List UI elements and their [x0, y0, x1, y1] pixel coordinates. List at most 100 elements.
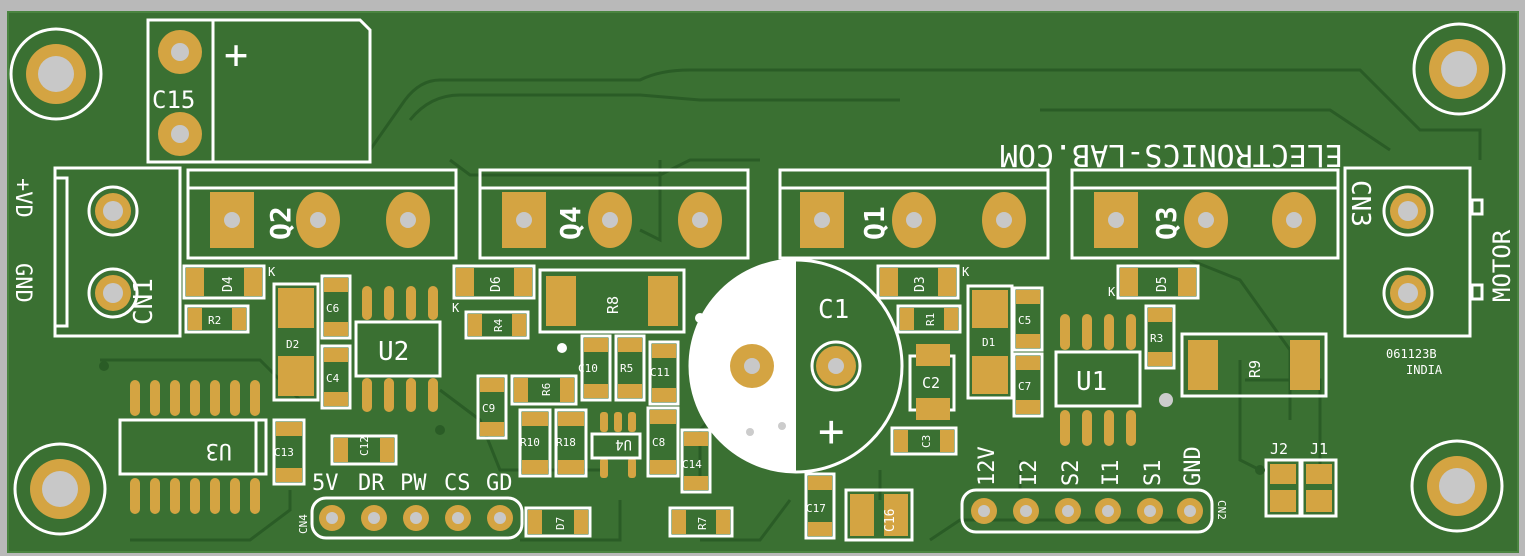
mosfet-q3: Q3 — [1070, 168, 1340, 260]
ic-u3: U3 — [118, 380, 268, 514]
jumper-j1: J1 — [1300, 440, 1338, 518]
power-gnd-label: GND — [10, 263, 35, 303]
j1-label: J1 — [1310, 440, 1328, 458]
c15-plus: + — [224, 32, 248, 78]
cn4-label: CN4 — [297, 514, 310, 534]
r2-label: R2 — [208, 314, 221, 327]
r18-label: R18 — [556, 436, 576, 449]
r4-label: R4 — [492, 318, 505, 332]
resistor-r1: R1 — [896, 304, 962, 334]
resistor-r8: R8 — [538, 268, 686, 334]
resistor-r9: R9 — [1180, 332, 1328, 398]
k-mark-d5: K — [1108, 285, 1116, 299]
mosfet-q2: Q2 — [186, 168, 458, 260]
vias — [99, 313, 1265, 475]
cn2-pin-i2: I2 — [1017, 460, 1042, 487]
r6-label: R6 — [540, 383, 553, 396]
q1-label: Q1 — [858, 206, 891, 240]
ic-u4: U4 — [590, 412, 642, 478]
diode-d7: D7 — [524, 506, 592, 538]
c17-label: C17 — [806, 502, 826, 515]
cn4-pin-5v: 5V — [312, 471, 339, 496]
u2-label: U2 — [378, 337, 409, 367]
cn1-label: CN1 — [129, 278, 159, 325]
c5-label: C5 — [1018, 314, 1031, 327]
capacitor-c10: C10 — [578, 334, 612, 402]
c13-label: C13 — [274, 446, 294, 459]
ic-u2: U2 — [354, 286, 442, 412]
capacitor-c15: C15 + — [146, 18, 372, 164]
board-origin: INDIA — [1406, 363, 1443, 377]
capacitor-c17: C17 — [804, 472, 836, 540]
c3-label: C3 — [920, 435, 933, 448]
c9-label: C9 — [482, 402, 495, 415]
r7-label: R7 — [696, 517, 709, 530]
capacitor-c5: C5 — [1012, 286, 1044, 352]
resistor-r7: R7 — [668, 506, 734, 538]
capacitor-c12: C12 — [330, 434, 398, 466]
capacitor-c9: C9 — [476, 374, 508, 440]
cn2-label: CN2 — [1215, 500, 1228, 520]
capacitor-c3: C3 — [890, 426, 958, 456]
cn2-pin-gnd: GND — [1181, 446, 1206, 486]
mosfet-q1: Q1 — [778, 168, 1050, 260]
capacitor-c16: C16 — [844, 488, 914, 542]
d2-label: D2 — [286, 338, 299, 351]
u4-label: U4 — [615, 436, 632, 452]
cn2-pin-s1: S1 — [1141, 460, 1166, 487]
resistor-r5: R5 — [614, 334, 646, 402]
c16-label: C16 — [883, 509, 898, 532]
d5-label: D5 — [1155, 276, 1170, 292]
mounting-hole-tl — [9, 27, 103, 121]
board-code: 061123B — [1386, 347, 1437, 361]
logo-text: ELECTRONICS-LAB.COM — [1000, 137, 1343, 172]
resistor-r3: R3 — [1144, 304, 1176, 370]
mosfet-q4: Q4 — [478, 168, 750, 260]
c15-label: C15 — [152, 86, 195, 114]
capacitor-c7: C7 — [1012, 352, 1044, 418]
u1-label: U1 — [1076, 367, 1107, 397]
cn3-label: CN3 — [1345, 180, 1375, 227]
r10-label: R10 — [520, 436, 540, 449]
power-plus-label: +VD — [10, 178, 35, 218]
q2-label: Q2 — [264, 206, 297, 240]
capacitor-c2: C2 — [908, 344, 956, 420]
c14-label: C14 — [682, 458, 702, 471]
cn2-pin-s2: S2 — [1059, 460, 1084, 487]
d3-label: D3 — [913, 276, 928, 292]
resistor-r18: R18 — [554, 408, 588, 478]
capacitor-c13: C13 — [272, 418, 306, 486]
cn2-pin-12v: 12V — [975, 446, 1000, 486]
j2-label: J2 — [1270, 440, 1288, 458]
c8-label: C8 — [652, 436, 665, 449]
mounting-hole-br — [1410, 439, 1504, 533]
header-cn2: CN2 12V I2 S2 I1 S1 GND — [960, 446, 1228, 534]
c4-label: C4 — [326, 372, 340, 385]
c6-label: C6 — [326, 302, 339, 315]
mounting-hole-tr — [1412, 22, 1506, 116]
u3-label: U3 — [206, 438, 233, 463]
cn4-pin-cs: CS — [444, 471, 471, 496]
resistor-r6: R6 — [510, 374, 578, 406]
capacitor-c4: C4 — [320, 344, 352, 410]
c2-label: C2 — [922, 374, 940, 392]
cn2-pin-i1: I1 — [1099, 460, 1124, 487]
capacitor-c8: C8 — [646, 406, 680, 478]
r1-label: R1 — [924, 313, 937, 326]
cn4-pin-dr: DR — [358, 471, 385, 496]
diode-d2: D2 — [272, 282, 320, 402]
cn4-pin-gd: GD — [486, 471, 513, 496]
capacitor-c11: C11 — [648, 340, 680, 406]
jumper-j2: J2 — [1264, 440, 1302, 518]
resistor-r2: R2 — [184, 304, 250, 334]
q4-label: Q4 — [554, 206, 587, 240]
diode-d1: D1 — [966, 284, 1014, 400]
cn4-pin-pw: PW — [400, 471, 427, 496]
k-mark-d6: K — [452, 301, 460, 315]
c1-plus: + — [818, 406, 845, 457]
d6-label: D6 — [489, 276, 504, 292]
c11-label: C11 — [650, 366, 670, 379]
diode-d3: D3 — [876, 264, 960, 300]
